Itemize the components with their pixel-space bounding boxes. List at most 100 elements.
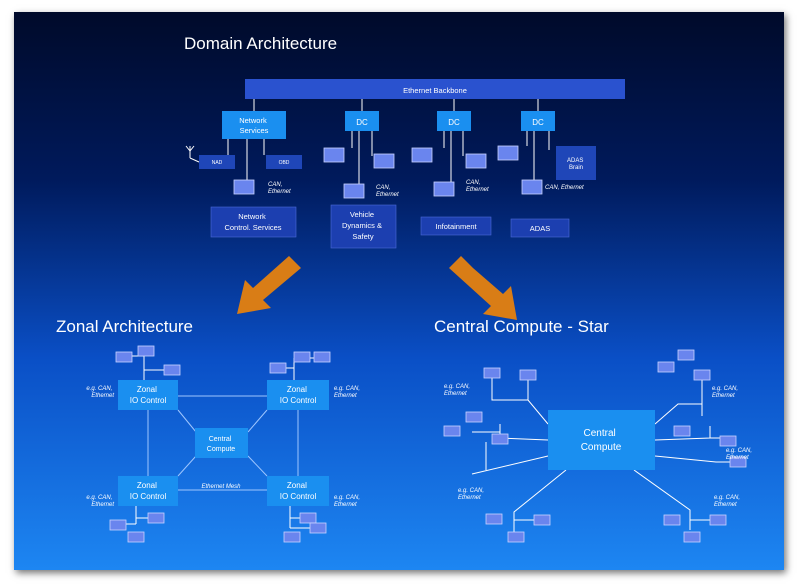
star-device-tr-3 — [693, 369, 711, 381]
dc-label-1: DC — [356, 118, 368, 127]
dc1-wiring — [351, 131, 373, 184]
zonal-io-box-tl — [118, 380, 178, 410]
slide: Domain Architecture Ethernet Backbone Ne… — [14, 12, 784, 570]
dc-box-3 — [521, 111, 555, 131]
dc-box-1 — [345, 111, 379, 131]
zonal-architecture-title: Zonal Architecture — [56, 317, 193, 336]
dc3-device-1 — [497, 145, 519, 161]
network-services-label: Network Services — [239, 116, 269, 135]
star-device-br-2 — [709, 514, 727, 526]
zonal-device-tl-1 — [137, 345, 155, 357]
arrow-to-zonal — [237, 256, 301, 314]
star-device-tl-3 — [465, 411, 483, 423]
zonal-io-label-tl: Zonal IO Control — [130, 385, 167, 405]
zonal-device-bl-2 — [147, 512, 165, 524]
dc2-device-2 — [465, 153, 487, 169]
zonal-eg-can-tr: e.g. CAN, Ethernet — [334, 386, 362, 399]
zonal-device-br-1 — [299, 512, 317, 524]
vehicle-dynamics-label: Vehicle Dynamics & Safety — [342, 210, 384, 241]
star-device-mr-2 — [719, 435, 737, 447]
network-services-wiring — [185, 139, 265, 180]
infotainment-box — [420, 216, 492, 236]
vehicle-dynamics-box — [330, 204, 397, 249]
zonal-device-tl-2 — [115, 351, 133, 363]
network-services-box — [222, 111, 286, 139]
central-star-title: Central Compute - Star — [434, 317, 609, 336]
star-device-mr-3 — [729, 456, 747, 468]
adas-box — [510, 218, 570, 238]
zonal-mesh-links — [147, 395, 299, 491]
dc-label-3: DC — [532, 118, 544, 127]
can-ethernet-label-3: CAN, Ethernet — [466, 180, 489, 193]
nad-box — [199, 155, 235, 169]
dc2-wiring — [443, 131, 464, 182]
zonal-io-label-bl: Zonal IO Control — [130, 481, 167, 501]
star-device-mr-1 — [673, 425, 691, 437]
zonal-device-tr-3 — [313, 351, 331, 363]
network-device — [233, 179, 255, 195]
ethernet-backbone — [245, 79, 625, 99]
ethernet-backbone-label: Ethernet Backbone — [403, 86, 467, 95]
star-eg-can-tl: e.g. CAN, Ethernet — [444, 384, 472, 397]
zonal-eg-can-br: e.g. CAN, Ethernet — [334, 495, 362, 508]
obd-label: OBD — [279, 160, 290, 166]
star-device-ml-2 — [491, 433, 509, 445]
obd-box — [266, 155, 302, 169]
zonal-device-tl-3 — [163, 364, 181, 376]
zonal-io-box-br — [267, 476, 329, 506]
dc1-device-3 — [343, 183, 365, 199]
zonal-io-label-tr: Zonal IO Control — [280, 385, 317, 405]
zonal-device-tr-2 — [293, 351, 311, 363]
star-device-bl-2 — [533, 514, 551, 526]
zonal-io-box-bl — [118, 476, 178, 506]
adas-brain-label: ADAS Brain — [567, 158, 585, 171]
arrow-to-central-star — [449, 256, 517, 320]
star-eg-can-br: e.g. CAN, Ethernet — [714, 495, 742, 508]
adas-label: ADAS — [530, 224, 550, 233]
domain-architecture-title: Domain Architecture — [184, 34, 337, 53]
zonal-eg-can-bl: e.g. CAN, Ethernet — [86, 495, 114, 508]
can-ethernet-label-4: CAN, Ethernet — [545, 185, 584, 191]
zonal-io-label-br: Zonal IO Control — [280, 481, 317, 501]
can-ethernet-label-1: CAN, Ethernet — [268, 182, 291, 195]
dc3-device-2 — [521, 179, 543, 195]
star-central-compute-box — [548, 410, 655, 470]
ethernet-mesh-label: Ethernet Mesh — [201, 484, 241, 490]
dc2-device-1 — [411, 147, 433, 163]
star-device-tl-1 — [483, 367, 501, 379]
backbone-connectors — [253, 99, 539, 111]
star-device-ml-1 — [443, 425, 461, 437]
zonal-device-br-3 — [283, 531, 301, 543]
architecture-diagram: Domain Architecture Ethernet Backbone Ne… — [56, 34, 754, 543]
zonal-device-br-2 — [309, 522, 327, 534]
infotainment-label: Infotainment — [435, 222, 477, 231]
star-device-tr-1 — [677, 349, 695, 361]
nad-label: NAD — [212, 160, 223, 166]
star-eg-can-bl: e.g. CAN, Ethernet — [458, 488, 486, 501]
network-control-services-box — [210, 206, 297, 238]
dc2-device-3 — [433, 181, 455, 197]
star-eg-can-tr: e.g. CAN, Ethernet — [712, 386, 740, 399]
star-device-br-3 — [683, 531, 701, 543]
can-ethernet-label-2: CAN, Ethernet — [376, 185, 399, 198]
dc1-device-2 — [373, 153, 395, 169]
star-central-compute-label: Central Compute — [581, 428, 622, 453]
zonal-eg-can-tl: e.g. CAN, Ethernet — [86, 386, 114, 399]
adas-brain-box — [556, 146, 596, 180]
network-control-services-label: Network Control. Services — [224, 212, 281, 232]
star-device-tl-2 — [519, 369, 537, 381]
star-device-tr-2 — [657, 361, 675, 373]
star-eg-can-mr: e.g. CAN, Ethernet — [726, 448, 754, 461]
zonal-devices — [109, 345, 331, 543]
star-devices — [443, 349, 747, 543]
star-spokes — [471, 378, 730, 532]
dc-box-2 — [437, 111, 471, 131]
zonal-device-tr-1 — [269, 362, 287, 374]
star-device-bl-3 — [507, 531, 525, 543]
zonal-io-box-tr — [267, 380, 329, 410]
dc-label-2: DC — [448, 118, 460, 127]
star-device-bl-1 — [485, 513, 503, 525]
zonal-central-compute-box — [195, 428, 248, 458]
zonal-device-bl-1 — [109, 519, 127, 531]
dc3-wiring — [526, 131, 550, 180]
